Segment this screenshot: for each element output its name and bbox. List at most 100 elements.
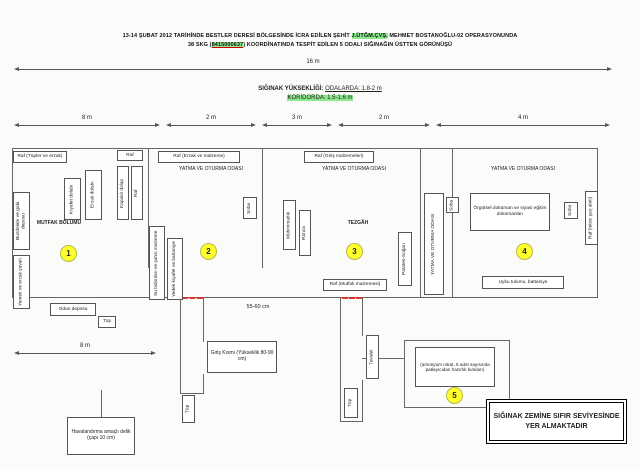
- documents-box: Örgütsel doküman ve siyasi eğitim doküma…: [470, 193, 550, 231]
- shelf-box: Raf (Giriş malzemeleri): [304, 151, 374, 163]
- bunk-box: Ranza: [299, 210, 311, 256]
- room-4-circle: 4: [516, 243, 533, 260]
- stove-box: Soba: [564, 202, 578, 219]
- room-1-circle: 1: [60, 245, 77, 262]
- entrance-wall: [203, 298, 204, 342]
- dim-line: [441, 124, 605, 126]
- water-cans-box: Su bidonları ve şahsi malzeme: [149, 226, 165, 300]
- supply-cabinet-box: Erzak dolabı: [85, 170, 102, 220]
- ventilation-box: Havalandırma amaçlı delik (çapı 10 cm): [67, 417, 135, 455]
- height-note-corridor: KORİDORDA: 1.5-1.6 m: [287, 95, 353, 101]
- toilet-box: Tuvalet: [366, 335, 379, 379]
- dim-seg3-label: 3 m: [289, 115, 305, 121]
- dim-line: [19, 124, 155, 126]
- dim-arrow-left: [14, 123, 19, 127]
- entrance-box: Giriş Kısmı (Yükseklik 80-90 cm): [207, 341, 277, 373]
- dim-arrow-right: [327, 123, 332, 127]
- room5-outline: [404, 340, 510, 408]
- vertical-room-label-box: YATMA VE OTURMA ODASI: [424, 193, 444, 295]
- dim-arrow-left: [436, 123, 441, 127]
- shelf-box: Raf: [131, 166, 143, 220]
- dim-arrow-left: [14, 351, 19, 355]
- gas-tube-box: Tüp: [182, 395, 195, 423]
- door-marking: [342, 297, 362, 299]
- dim-arrow-left: [166, 123, 171, 127]
- dim-seg4-label: 2 m: [376, 115, 392, 121]
- dim-arrow-right: [151, 351, 156, 355]
- dimension-bottom-left: 8 m: [14, 343, 156, 356]
- workbench-label: TEZGÂH: [347, 220, 369, 226]
- gas-tube-box: Tüp: [344, 388, 358, 418]
- room2-label: YATMA VE OTURMA ODASI: [179, 166, 243, 172]
- title-line1-b: MEHMET BOSTANOĞLU-02 OPERASYONUNDA: [387, 33, 518, 39]
- gap-dimension-label: 55-60 cm: [246, 304, 270, 310]
- height-note-line1: SIĞINAK YÜKSEKLİĞİ: ODALARDA: 1.8-2 m: [0, 86, 640, 93]
- wood-storage-box: Odun deposu: [50, 303, 96, 316]
- cabinet-box: Kapaklı dolap: [117, 166, 129, 220]
- room1-label: MUTFAK BÖLÜMÜ: [36, 220, 82, 226]
- stove-box: Soba: [243, 197, 257, 219]
- dim-line: [19, 68, 607, 70]
- room4-label: YATMA VE OTURMA ODASI: [491, 166, 555, 172]
- room3-label: YATMA VE OTURMA ODASI: [322, 166, 386, 172]
- dim-seg2-label: 2 m: [203, 115, 219, 121]
- dimension-segment-3: 3 m: [262, 115, 332, 128]
- door-marking: [182, 297, 203, 299]
- potato-onion-box: Patates-Soğan: [398, 232, 412, 286]
- shelf-box: Raf (Tüpler ve erzak): [13, 151, 67, 163]
- dimension-total-width: 16 m: [14, 59, 612, 72]
- dim-arrow-right: [251, 123, 256, 127]
- dimension-segment-2: 2 m: [166, 115, 256, 128]
- dim-total-label: 16 m: [304, 59, 322, 65]
- shelf-box: Raf (Erzak ve malzeme): [158, 151, 240, 163]
- food-sack-box: Yemek ve erzak çuvalı: [13, 255, 30, 309]
- wall-line: [262, 148, 263, 268]
- dim-bottom-left-label: 8 m: [77, 343, 93, 349]
- entrance-wall: [362, 298, 363, 336]
- dimension-segment-4: 2 m: [338, 115, 430, 128]
- radio-shelf-box: Raf (telsiz şarj aleti): [585, 191, 598, 245]
- dim-arrow-right: [425, 123, 430, 127]
- dimension-segment-1: 8 m: [14, 115, 160, 128]
- dimension-segment-5: 4 m: [436, 115, 610, 128]
- dim-seg5-label: 4 m: [515, 115, 531, 121]
- dim-arrow-left: [338, 123, 343, 127]
- title-line2-a: 38 SKG (: [187, 42, 212, 48]
- entrance-wall: [180, 393, 204, 394]
- stove-box: Soba: [446, 197, 459, 213]
- room-2-circle: 2: [200, 243, 217, 260]
- dim-line: [171, 124, 251, 126]
- wall-line: [452, 148, 453, 298]
- ground-level-note-text: SIĞINAK ZEMİNE SIFIR SEVİYESİNDE YER ALM…: [489, 402, 624, 441]
- dim-line: [343, 124, 425, 126]
- shelf-box: Raf (Mutfak malzemesi): [323, 279, 387, 291]
- ammo-box: Mühimmatlık: [283, 200, 296, 250]
- title-line1-a: 13-14 ŞUBAT 2012 TARİHİNDE BESTLER DERES…: [122, 33, 352, 39]
- dim-arrow-right: [605, 123, 610, 127]
- entrance-wall: [180, 298, 181, 394]
- room-5-circle: 5: [446, 387, 463, 404]
- room-3-circle: 3: [346, 243, 363, 260]
- spare-clothes-box: Yedek kıyafet ve battaniye: [167, 238, 183, 300]
- entrance-wall: [340, 421, 363, 422]
- height-note-label: SIĞINAK YÜKSEKLİĞİ:: [258, 86, 324, 92]
- dim-seg1-label: 8 m: [79, 115, 95, 121]
- dim-arrow-left: [262, 123, 267, 127]
- entrance-wall: [340, 298, 341, 422]
- dim-line: [19, 352, 151, 354]
- gas-tube-box: Tüp: [98, 316, 116, 328]
- ground-level-note-box: SIĞINAK ZEMİNE SIFIR SEVİYESİNDE YER ALM…: [486, 399, 627, 444]
- wall-line: [148, 148, 149, 268]
- dim-arrow-left: [14, 67, 19, 71]
- dim-line: [267, 124, 327, 126]
- entrance-wall: [362, 380, 363, 422]
- connector-wall: [362, 358, 404, 359]
- wall-line: [420, 148, 421, 298]
- dim-arrow-right: [155, 123, 160, 127]
- explosives-box: (amonyum nitrat, 5 adet sayısında patlay…: [415, 347, 495, 387]
- dim-arrow-right: [607, 67, 612, 71]
- sleeping-bag-box: Uyku tulumu, battaniye: [482, 276, 564, 289]
- title-line2-b: ) KOORDİNATINDA TESPİT EDİLEN 5 ODALI SI…: [243, 42, 453, 48]
- coordinate-value: 8415000637: [211, 42, 244, 48]
